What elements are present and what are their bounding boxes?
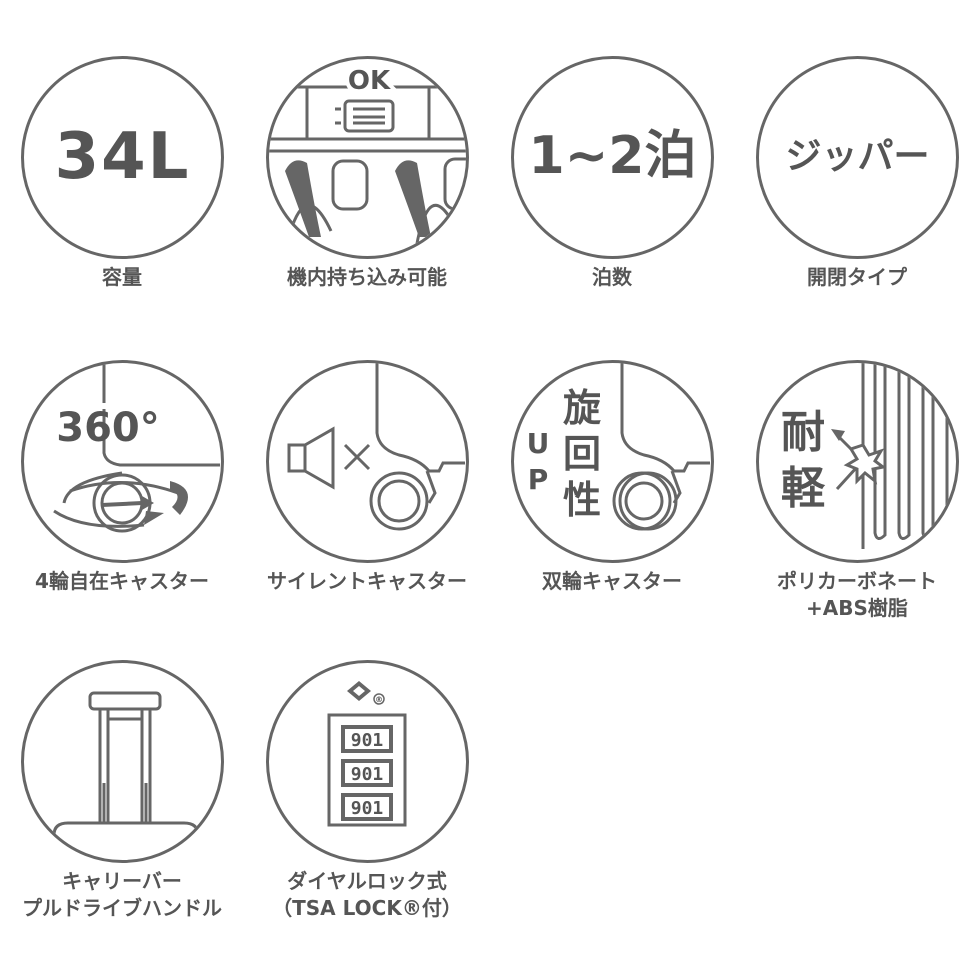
capacity-value: 34L	[54, 120, 191, 194]
kanji-3: 性	[563, 478, 601, 522]
caption-tsa-lock-line2: （TSA LOCK®付）	[272, 896, 462, 920]
caption-polycarbonate-line1: ポリカーボネート	[777, 569, 937, 593]
caption-carry-bar-line1: キャリーバー	[62, 869, 182, 893]
dial-row-3[interactable]: 901	[341, 793, 393, 821]
caption-silent: サイレントキャスター	[267, 569, 467, 593]
capacity-icon: 34L	[21, 56, 224, 259]
dial-row-2[interactable]: 901	[341, 759, 393, 787]
caption-polycarbonate-line2: +ABS樹脂	[806, 596, 908, 620]
up-letter-p: P	[528, 463, 549, 496]
silent-caster-icon	[266, 360, 469, 563]
airplane-cabin-icon: OK	[269, 62, 466, 256]
tsa-dial-lock-icon: ® 901 901 901	[266, 660, 469, 863]
svg-text:®: ®	[375, 695, 383, 704]
zipper-icon: ジッパー	[756, 56, 959, 259]
caption-capacity: 容量	[102, 265, 142, 289]
caption-tsa-lock-line1: ダイヤルロック式	[287, 869, 447, 893]
nights-value: 1~2泊	[528, 126, 697, 186]
caption-zipper: 開閉タイプ	[807, 265, 907, 289]
durability-kanji: 耐	[781, 407, 825, 458]
ok-label: OK	[348, 66, 391, 96]
tsa-logo-icon: ®	[347, 681, 385, 705]
kanji-1: 旋	[563, 386, 601, 430]
up-letter-u: U	[527, 427, 550, 460]
kanji-2: 回	[563, 432, 601, 476]
caption-carry-on: 機内持ち込み可能	[287, 265, 447, 289]
carry-bar-handle-icon	[21, 660, 224, 863]
caption-double-wheel: 双輪キャスター	[542, 569, 682, 593]
nights-icon: 1~2泊	[511, 56, 714, 259]
svg-text:901: 901	[351, 730, 384, 751]
caption-carry-bar-line2: プルドライブハンドル	[22, 896, 222, 920]
polycarbonate-shell-icon: 耐 軽	[756, 360, 959, 563]
caption-spinner: 4輪自在キャスター	[35, 569, 209, 593]
lightweight-kanji: 軽	[781, 463, 826, 514]
caption-nights: 泊数	[592, 265, 632, 289]
spinner-wheel-icon: 360°	[21, 360, 224, 563]
zipper-label: ジッパー	[785, 136, 930, 177]
rotation-label: 360°	[56, 405, 160, 451]
dial-row-1[interactable]: 901	[341, 725, 393, 753]
svg-text:901: 901	[351, 798, 384, 819]
double-wheel-icon: U P 旋 回 性	[511, 360, 714, 563]
svg-text:901: 901	[351, 764, 384, 785]
cabin-carry-on-icon: OK	[266, 56, 469, 259]
